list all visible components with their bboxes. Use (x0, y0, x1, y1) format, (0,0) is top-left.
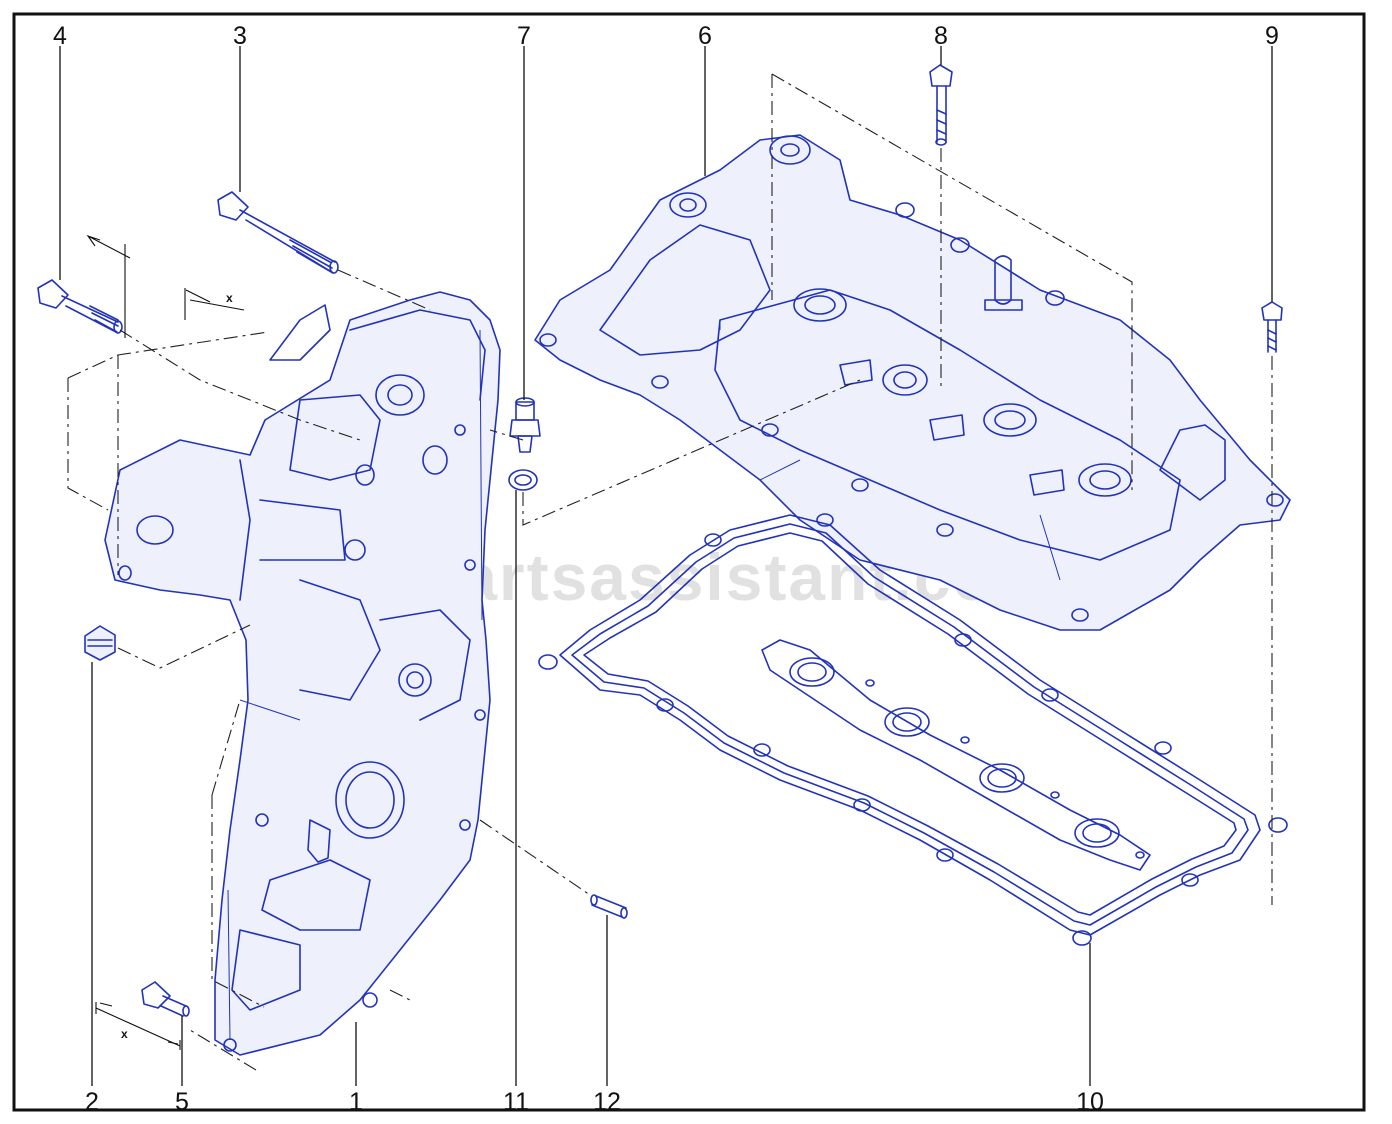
timing-cover-part-1 (104, 291, 501, 1056)
callout-7: 7 (517, 22, 531, 50)
assembly-lines (67, 73, 1273, 1071)
valve-cover-gasket-part-10 (538, 513, 1288, 946)
dimension-marker-bottom: x (95, 1002, 181, 1050)
leader-lines (59, 46, 1273, 1086)
plug-part-2 (84, 625, 116, 661)
callout-8: 8 (934, 22, 948, 50)
valve-cover-part-6 (534, 134, 1291, 631)
bolt-part-4 (37, 279, 123, 334)
pcv-valve-part-7 (509, 397, 541, 453)
callout-12: 12 (593, 1088, 621, 1116)
bolt-part-3 (217, 191, 339, 274)
callout-6: 6 (698, 22, 712, 50)
dowel-pin-part-12 (590, 894, 628, 919)
callout-labels: 4 3 7 6 8 9 2 5 1 11 12 10 (53, 22, 1279, 1116)
o-ring-part-11 (508, 469, 538, 491)
callout-4: 4 (53, 22, 67, 50)
dimension-x-label-top: x (226, 291, 233, 305)
dimension-marker-top: x (86, 234, 245, 338)
bolt-part-5 (141, 981, 190, 1017)
callout-3: 3 (233, 22, 247, 50)
bolt-part-9 (1261, 301, 1283, 353)
callout-9: 9 (1265, 22, 1279, 50)
callout-2: 2 (85, 1088, 99, 1116)
callout-11: 11 (503, 1088, 529, 1116)
dimension-x-label-bottom: x (121, 1027, 128, 1041)
callout-5: 5 (175, 1088, 189, 1116)
callout-1: 1 (349, 1088, 363, 1116)
callout-10: 10 (1076, 1088, 1104, 1116)
bolt-part-8 (929, 64, 953, 146)
diagram-border (12, 12, 1366, 1112)
